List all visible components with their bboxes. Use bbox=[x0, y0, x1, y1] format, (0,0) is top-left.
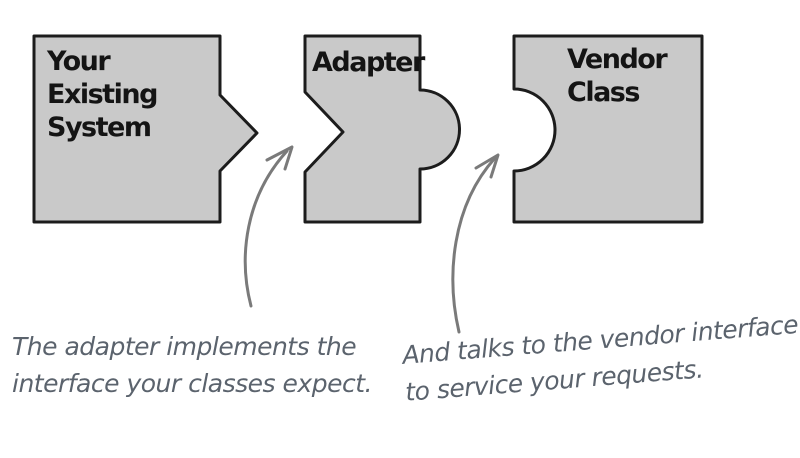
adapter-annotation: The adapter implements the interface you… bbox=[12, 332, 372, 398]
curved-arrow-left-icon bbox=[243, 145, 294, 308]
vendor-class-label: Vendor Class bbox=[567, 44, 668, 108]
curved-arrow-right-icon bbox=[451, 153, 500, 334]
adapter-label: Adapter bbox=[312, 47, 425, 78]
existing-system-shape bbox=[32, 34, 259, 224]
existing-system-label: Your Existing System bbox=[47, 46, 158, 143]
adapter-shape bbox=[303, 34, 461, 224]
vendor-class-shape bbox=[512, 34, 704, 224]
